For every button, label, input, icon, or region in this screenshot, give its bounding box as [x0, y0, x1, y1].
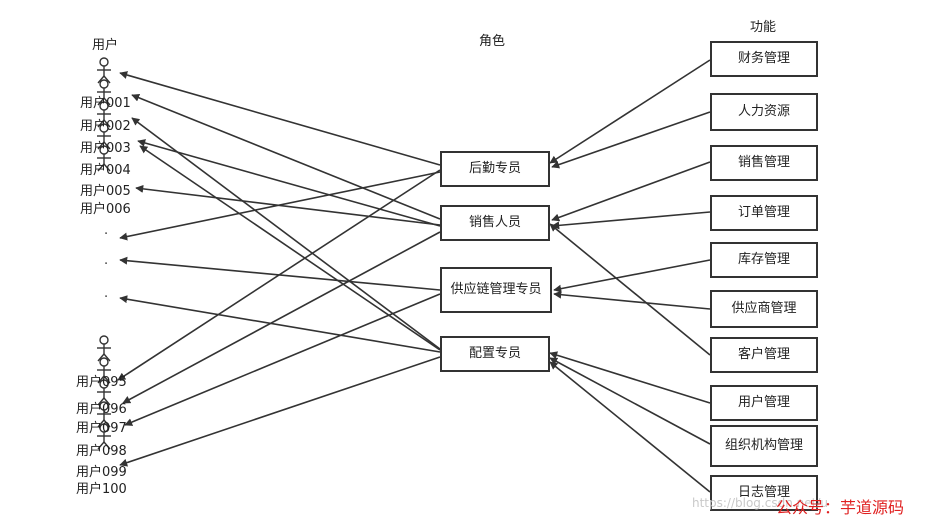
role-box-logistics: 后勤专员 — [440, 151, 550, 187]
connector-arrow — [119, 295, 441, 353]
connector-arrow — [549, 361, 711, 493]
users-header: 用户 — [92, 38, 119, 53]
connector-arrow — [551, 211, 711, 230]
user-figure-icon — [97, 401, 111, 428]
user-figure-icon — [97, 101, 111, 128]
user-figure-icon — [97, 123, 111, 150]
ellipsis-dot: · — [104, 290, 109, 305]
function-box-log-mgmt: 日志管理 — [710, 475, 818, 511]
function-box-finance: 财务管理 — [710, 41, 818, 77]
user-figure-icon — [97, 79, 111, 106]
function-box-inventory-mgmt: 库存管理 — [710, 242, 818, 278]
user-label: 用户001 — [80, 96, 131, 111]
user-label: 用户005 — [80, 184, 131, 199]
user-label: 用户097 — [76, 421, 127, 436]
role-box-supply-chain: 供应链管理专员 — [440, 267, 552, 313]
connector-arrow — [131, 93, 441, 220]
watermark-url: https://blog.csdn.net/u — [692, 496, 828, 510]
edges — [117, 59, 711, 493]
ellipsis-dot: · — [104, 257, 109, 272]
connector-arrow — [117, 169, 441, 381]
function-box-supplier-mgmt: 供应商管理 — [710, 290, 818, 328]
user-figure-icon — [97, 335, 111, 362]
user-figure-icon — [97, 57, 111, 84]
connector-arrow — [551, 111, 711, 169]
connector-arrow — [549, 351, 711, 404]
user-label: 用户004 — [80, 163, 131, 178]
user-figures — [97, 57, 111, 450]
function-box-customer-mgmt: 客户管理 — [710, 337, 818, 373]
connector-arrow — [139, 145, 441, 351]
watermark-text: 公众号：芋道源码 — [776, 498, 905, 517]
user-label: 用户006 — [80, 202, 131, 217]
connector-arrow — [137, 139, 441, 227]
ellipsis-dot: · — [104, 227, 109, 242]
connector-arrow — [131, 117, 441, 350]
role-box-sales: 销售人员 — [440, 205, 550, 241]
connector-arrow — [135, 184, 441, 226]
user-label: 用户002 — [80, 119, 131, 134]
connector-arrow — [551, 161, 711, 222]
user-figure-icon — [97, 423, 111, 450]
functions-header: 功能 — [750, 20, 777, 35]
connector-arrow — [553, 290, 711, 310]
user-figure-icon — [97, 145, 111, 172]
connector-arrow — [122, 231, 441, 404]
connector-arrow — [119, 356, 441, 467]
function-box-user-mgmt: 用户管理 — [710, 385, 818, 421]
user-label: 用户098 — [76, 444, 127, 459]
roles-header: 角色 — [479, 34, 506, 49]
user-label: 用户099 — [76, 465, 127, 480]
connector-arrow — [119, 71, 441, 166]
user-figure-icon — [97, 379, 111, 406]
connector-arrow — [549, 59, 711, 164]
function-box-order-mgmt: 订单管理 — [710, 195, 818, 231]
user-label: 用户095 — [76, 375, 127, 390]
connector-arrow — [124, 293, 441, 426]
user-label: 用户100 — [76, 482, 127, 497]
function-box-hr: 人力资源 — [710, 93, 818, 131]
function-box-sales-mgmt: 销售管理 — [710, 145, 818, 181]
user-label: 用户003 — [80, 141, 131, 156]
user-label: 用户096 — [76, 402, 127, 417]
user-figure-icon — [97, 357, 111, 384]
connector-arrow — [549, 357, 711, 445]
connector-arrow — [553, 259, 711, 293]
connector-arrow — [549, 223, 711, 356]
role-box-config: 配置专员 — [440, 336, 550, 372]
function-box-org-mgmt: 组织机构管理 — [710, 425, 818, 467]
